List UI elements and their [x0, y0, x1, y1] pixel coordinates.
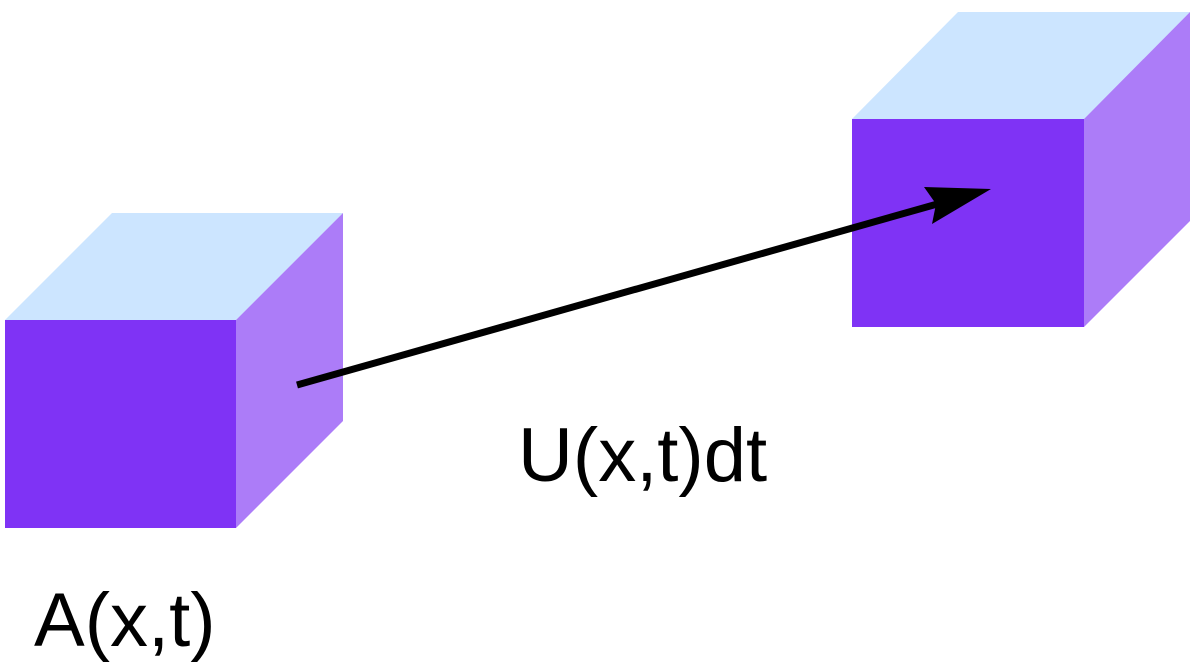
displaced-cube-front-face — [852, 119, 1084, 327]
initial-quantity-label: A(x,t) — [34, 578, 216, 663]
displaced-cube-side-face — [1084, 12, 1190, 327]
initial-cube-front-face — [5, 320, 236, 528]
displacement-arrow-shaft — [296, 195, 956, 389]
initial-cube-top-face — [5, 213, 343, 320]
initial-cube-side-face — [236, 213, 343, 528]
initial-cube — [5, 213, 343, 528]
displacement-arrowhead — [924, 187, 991, 224]
displaced-cube — [852, 12, 1190, 327]
displacement-arrow — [296, 187, 991, 389]
displaced-cube-top-face — [852, 12, 1190, 119]
displacement-label: U(x,t)dt — [518, 413, 768, 498]
